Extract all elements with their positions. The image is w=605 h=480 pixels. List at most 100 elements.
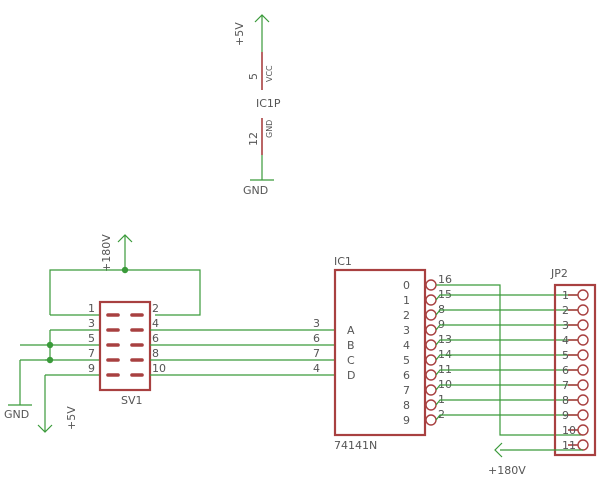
power-plus5v-label: +5V [233,22,246,46]
sv1-pin-label-left: 5 [88,332,95,345]
plus5v-down-arrow-icon [37,424,53,433]
sv1-pin-label-left: 7 [88,347,95,360]
ic1-output-wire [435,294,583,301]
ic1-output-wire [435,309,583,316]
ic1-name: IC1 [334,255,352,268]
jp2-pin-label: 4 [562,334,569,347]
ic1-value: 74141N [334,439,377,452]
jp2-pin-circle [577,304,589,316]
vcc-pin-number: 5 [247,73,260,80]
ic1-output-pin-name: 8 [403,399,410,412]
ic1-input-pin-name: D [347,369,355,382]
ic1-output-wire [435,354,583,361]
power-section: +5V 5 VCC IC1P 12 GND GND [233,14,281,197]
ic1-output-pin-name: 3 [403,324,410,337]
plus180v-left-arrow-icon [494,442,503,458]
ic1p-label: IC1P [256,97,281,110]
ic1-output-pin-circle [425,324,437,336]
jp2-pin-label: 5 [562,349,569,362]
sv1-pin-label-right: 4 [152,317,159,330]
jp2-pin-circle [577,349,589,361]
sv1-plus180v-label: +180V [100,234,113,272]
sv1-pin-label-right: 8 [152,347,159,360]
ic1-body [333,268,427,437]
ic1-output-pin-number: 16 [438,273,452,286]
ic1-output-wire [435,384,583,391]
sv1-connector-body [98,300,152,392]
ic1-output-pin-circle [425,369,437,381]
sv1-gnd-label: GND [4,408,29,421]
gnd-pin-number: 12 [247,132,260,146]
sv1-pin-label-left: 3 [88,317,95,330]
jp2-body [553,283,597,457]
sv1-pin-label-left: 9 [88,362,95,375]
sv1-plus5v-label: +5V [65,406,78,430]
ic1-output-wire [435,414,583,421]
sv1-pin-dashes [106,313,144,377]
ic1-output-pin-circle [425,279,437,291]
bus-sv1-to-ic1 [150,329,335,376]
jp2-pin-circle [577,424,589,436]
jp2-pin-label: 11 [562,439,576,452]
sv1-section: +180V GND +5V 1 3 5 7 9 2 4 6 8 10 SV1 [4,234,201,433]
ic1-input-pin-name: A [347,324,355,337]
ic1-input-pin-number: 4 [313,362,320,375]
ic1-input-pin-number: 7 [313,347,320,360]
jp2-pin-label: 10 [562,424,576,437]
ic1-output-pin-name: 0 [403,279,410,292]
ic1-input-pin-number: 3 [313,317,320,330]
ic1-output-pin-circle [425,414,437,426]
ic1-input-pin-name: C [347,354,355,367]
ic1-output-pin-name: 1 [403,294,410,307]
ic1-input-pin-name: B [347,339,355,352]
sv1-name: SV1 [121,394,143,407]
jp2-pin-circle [577,319,589,331]
gnd-pin-name: GND [265,120,274,138]
jp2-name: JP2 [550,267,568,280]
ic1-output-pin-name: 6 [403,369,410,382]
jp2-pin-circle [577,394,589,406]
jp2-pin-circle [577,334,589,346]
ic1-output-wire [435,399,583,406]
ic1-output-pin-circle [425,354,437,366]
jp2-pins: 1 2 3 4 5 6 7 8 9 10 11 [562,289,589,452]
jp2-plus180v-label: +180V [488,464,526,477]
ic1-output-pin-circle [425,384,437,396]
jp2-pin-circle [577,364,589,376]
jp2-pin-label: 1 [562,289,569,302]
power-gnd-label: GND [243,184,268,197]
jp2-pin-label: 8 [562,394,569,407]
jp2-pin-circle [577,409,589,421]
ic1-output-pin-circle [425,309,437,321]
ic1-output-pin-name: 2 [403,309,410,322]
vcc-pin-name: VCC [265,65,274,82]
sv1-pin-label-right: 10 [152,362,166,375]
ic1-output-pin-name: 5 [403,354,410,367]
sv1-pin-label-right: 6 [152,332,159,345]
sv1-pin-label-right: 2 [152,302,159,315]
ic1-output-pin-circle [425,339,437,351]
ic1-output-pin-circle [425,294,437,306]
ic1-output-pin-name: 9 [403,414,410,427]
ic1-output-pin-name: 7 [403,384,410,397]
pin-1-2-loop-wire [49,269,201,316]
sv1-pin-label-left: 1 [88,302,95,315]
ic1-output-wire [436,284,583,436]
junction-dot [46,341,54,349]
jp2-section: JP2 1 2 3 4 5 6 7 8 9 10 11 +180V [488,267,597,477]
jp2-pin-label: 7 [562,379,569,392]
ic1-input-pin-number: 6 [313,332,320,345]
ic1-output-wire [435,324,583,331]
ic1-output-pin-name: 4 [403,339,410,352]
ic1-output-pin-circle [425,399,437,411]
jp2-pin-label: 3 [562,319,569,332]
jp2-pin-label: 6 [562,364,569,377]
jp2-pin-circle [577,439,589,451]
jp2-pin-label: 2 [562,304,569,317]
jp2-pin-label: 9 [562,409,569,422]
ic1-output-wire [435,339,583,346]
jp2-pin-circle [577,289,589,301]
